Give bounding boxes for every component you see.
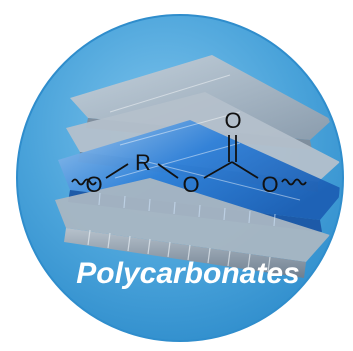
atom-o-carbonyl: O [224,108,241,133]
carbonate-repeat-unit-structure: O R O O O [71,108,307,197]
atom-o-left: O [85,172,102,197]
atom-o-middle: O [182,172,199,197]
bond-carbon-o-right [231,161,259,179]
bond-r-o-middle [157,163,179,179]
atom-o-right: O [261,172,278,197]
bond-o-left-r [105,163,129,179]
right-wavy-bond [281,178,307,186]
atom-r-group: R [135,150,151,175]
left-wavy-bond [71,178,97,186]
bond-o-middle-carbon [203,161,233,179]
polycarbonate-sheets-illustration [55,55,340,278]
caption-title: Polycarbonates [76,257,299,290]
